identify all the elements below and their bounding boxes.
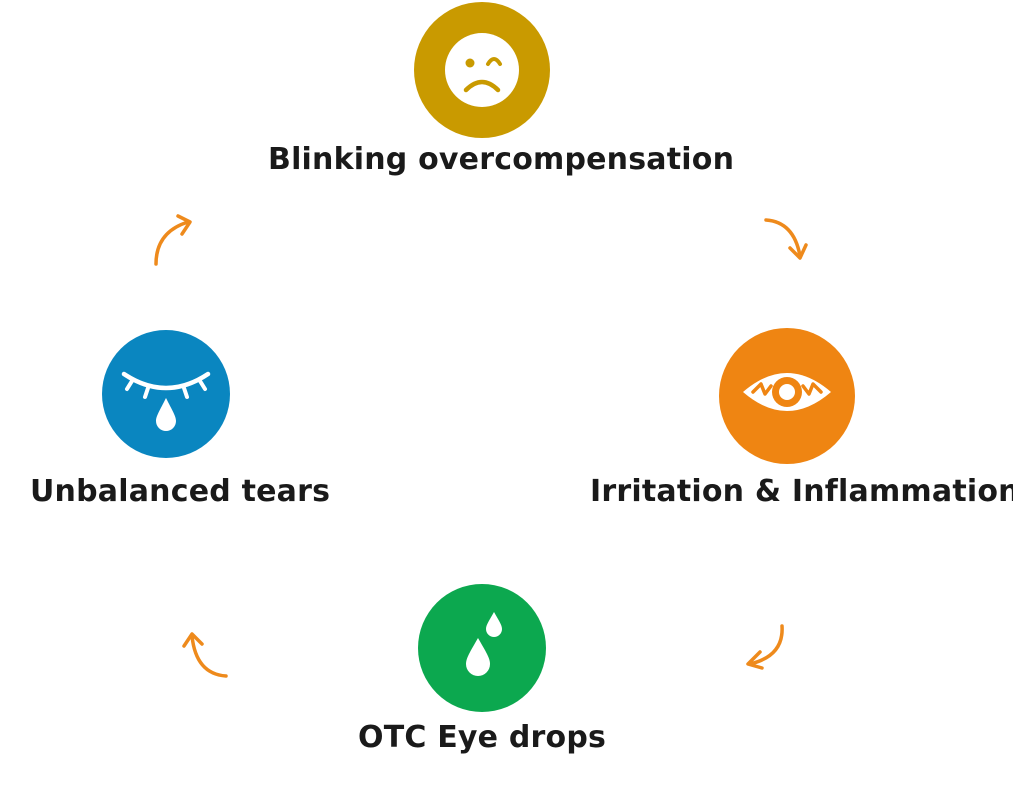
irritated-eye-icon [743,373,831,411]
curved-arrow-icon [154,214,192,266]
winking-sad-face-icon [445,33,519,107]
tears-node-label: Unbalanced tears [30,474,331,509]
blinking-node-label: Blinking overcompensation [268,142,735,177]
otc-node-label: OTC Eye drops [358,720,607,755]
blinking-node-circle [414,2,550,138]
curved-arrow-icon [746,624,784,670]
cycle-arrow-tears-to-blinking [148,212,200,268]
tears-node-circle [102,330,230,458]
curved-arrow-icon [764,218,808,260]
cycle-arrow-otc-to-tears [180,624,234,680]
cycle-arrow-irritation-to-otc [738,620,792,672]
eye-drops-icon [466,612,502,676]
cycle-arrow-blinking-to-irritation [760,212,812,268]
otc-node-circle [418,584,546,712]
irritation-node-label: Irritation & Inflammation [590,474,1013,509]
irritation-node-circle [719,328,855,464]
crying-closed-eye-icon [121,371,211,431]
curved-arrow-icon [182,632,228,678]
